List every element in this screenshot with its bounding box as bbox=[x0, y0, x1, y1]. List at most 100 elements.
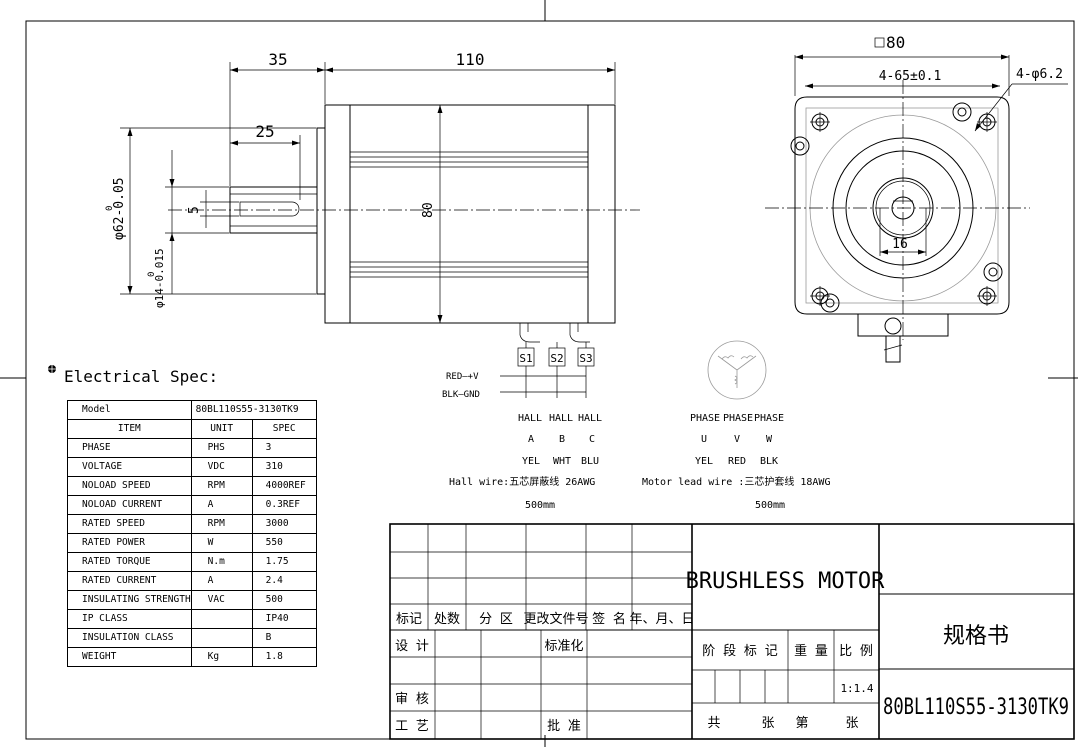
hall-color-b: WHT bbox=[553, 456, 571, 467]
review-label: 审 核 bbox=[395, 692, 429, 707]
rev-label-zone: 分 区 bbox=[479, 612, 513, 627]
spec-item: INSULATION CLASS bbox=[67, 628, 192, 648]
spec-unit bbox=[190, 609, 253, 629]
blk-wire-label: BLK—GND bbox=[442, 390, 480, 400]
phase-type-u: PHASE bbox=[690, 413, 720, 424]
mounting-holes bbox=[790, 102, 1003, 313]
hall-type-a: HALL bbox=[518, 413, 542, 424]
spec-value: 310 bbox=[251, 457, 317, 477]
flange-outline bbox=[794, 96, 1010, 315]
dim-shaft-length: 35 bbox=[268, 50, 287, 69]
spec-unit: PHS bbox=[190, 438, 253, 458]
spec-unit: Kg bbox=[190, 647, 253, 667]
phase-signal-u: U bbox=[701, 434, 707, 445]
dim-shaft-diameter: φ14-0.015 bbox=[153, 248, 166, 308]
dim-body-height: 80 bbox=[421, 202, 436, 218]
process-label: 工 艺 bbox=[395, 719, 429, 734]
side-view-dimensions bbox=[120, 62, 616, 323]
sensor-label-3: S3 bbox=[579, 352, 592, 365]
hall-wire-length: 500mm bbox=[525, 500, 555, 511]
spec-unit: A bbox=[190, 571, 253, 591]
lead-wires bbox=[519, 323, 590, 343]
dim-pilot-tol: 0 bbox=[105, 206, 115, 211]
motor-wire-length: 500mm bbox=[755, 500, 785, 511]
hall-signal-c: C bbox=[589, 434, 595, 445]
dim-body-length: 110 bbox=[456, 50, 485, 69]
product-name: BRUSHLESS MOTOR bbox=[686, 569, 885, 594]
column-header-item: ITEM bbox=[67, 419, 192, 439]
model-value: 80BL110S55-3130TK9 bbox=[190, 400, 317, 420]
red-wire-label: RED—+V bbox=[446, 372, 479, 382]
hall-color-a: YEL bbox=[522, 456, 540, 467]
phase-signal-w: W bbox=[766, 434, 773, 445]
doc-type: 规格书 bbox=[943, 624, 1009, 649]
motor-wire-spec: Motor lead wire :三芯护套线 18AWG bbox=[642, 475, 830, 488]
spec-item: IP CLASS bbox=[67, 609, 192, 629]
spec-unit: N.m bbox=[190, 552, 253, 572]
spec-unit: A bbox=[190, 495, 253, 515]
sheet-unit-label: 张 bbox=[845, 716, 858, 731]
part-number: 80BL110S55-3130TK9 bbox=[883, 695, 1069, 720]
hall-connector bbox=[500, 342, 595, 398]
spec-item: RATED POWER bbox=[67, 533, 192, 553]
motor-front-view bbox=[765, 80, 1030, 363]
hall-color-c: BLU bbox=[581, 456, 599, 467]
spec-item: NOLOAD SPEED bbox=[67, 476, 192, 496]
spec-item: NOLOAD CURRENT bbox=[67, 495, 192, 515]
phase-signal-v: V bbox=[734, 434, 740, 445]
dim-key-length: 25 bbox=[255, 122, 274, 141]
dim-pilot-diameter: φ62-0.05 bbox=[112, 177, 127, 240]
scale-value: 1:1.4 bbox=[840, 682, 873, 695]
spec-unit: RPM bbox=[190, 514, 253, 534]
hall-signal-a: A bbox=[528, 434, 534, 445]
spec-value: 4000REF bbox=[251, 476, 317, 496]
stage-label: 阶 段 标 记 bbox=[702, 644, 777, 659]
dim-shaft-tol: 0 bbox=[147, 272, 157, 277]
hall-signal-b: B bbox=[559, 434, 565, 445]
rev-label-count: 处数 bbox=[434, 612, 460, 627]
hall-wire-spec: Hall wire:五芯屏蔽线 26AWG bbox=[449, 475, 595, 488]
weight-label: 重 量 bbox=[794, 643, 828, 659]
dim-shaft-flat: 16 bbox=[892, 237, 908, 252]
standardize-label: 标准化 bbox=[544, 639, 583, 654]
hall-type-b: HALL bbox=[549, 413, 573, 424]
spec-item: RATED CURRENT bbox=[67, 571, 192, 591]
spec-value: 2.4 bbox=[251, 571, 317, 591]
bullet-icon bbox=[48, 365, 56, 373]
column-header-unit: UNIT bbox=[190, 419, 253, 439]
dim-square-size: 80 bbox=[886, 33, 905, 52]
rev-label-date: 年、月、日 bbox=[629, 612, 694, 627]
cooling-grooves bbox=[350, 151, 588, 278]
dim-key-width: 5 bbox=[187, 206, 202, 214]
sheets-label: 张 bbox=[761, 716, 774, 731]
flange-pilot bbox=[316, 127, 326, 295]
spec-value: 3 bbox=[251, 438, 317, 458]
dim-hole-diameter: 4-φ6.2 bbox=[1016, 67, 1063, 82]
spec-value: 1.75 bbox=[251, 552, 317, 572]
phase-winding-symbol bbox=[707, 340, 767, 400]
rev-label-sign: 签 名 bbox=[592, 611, 626, 627]
total-label: 共 bbox=[707, 716, 720, 731]
motor-body bbox=[324, 104, 616, 324]
phase-type-w: PHASE bbox=[754, 413, 784, 424]
square-symbol bbox=[874, 37, 885, 48]
spec-item: PHASE bbox=[67, 438, 192, 458]
spec-value: 500 bbox=[251, 590, 317, 610]
spec-heading: Electrical Spec: bbox=[64, 367, 218, 386]
spec-unit: VAC bbox=[190, 590, 253, 610]
spec-item: WEIGHT bbox=[67, 647, 192, 667]
keyway bbox=[239, 201, 300, 217]
spec-value: IP40 bbox=[251, 609, 317, 629]
motor-side-view bbox=[168, 104, 640, 343]
scale-label: 比 例 bbox=[839, 644, 873, 659]
